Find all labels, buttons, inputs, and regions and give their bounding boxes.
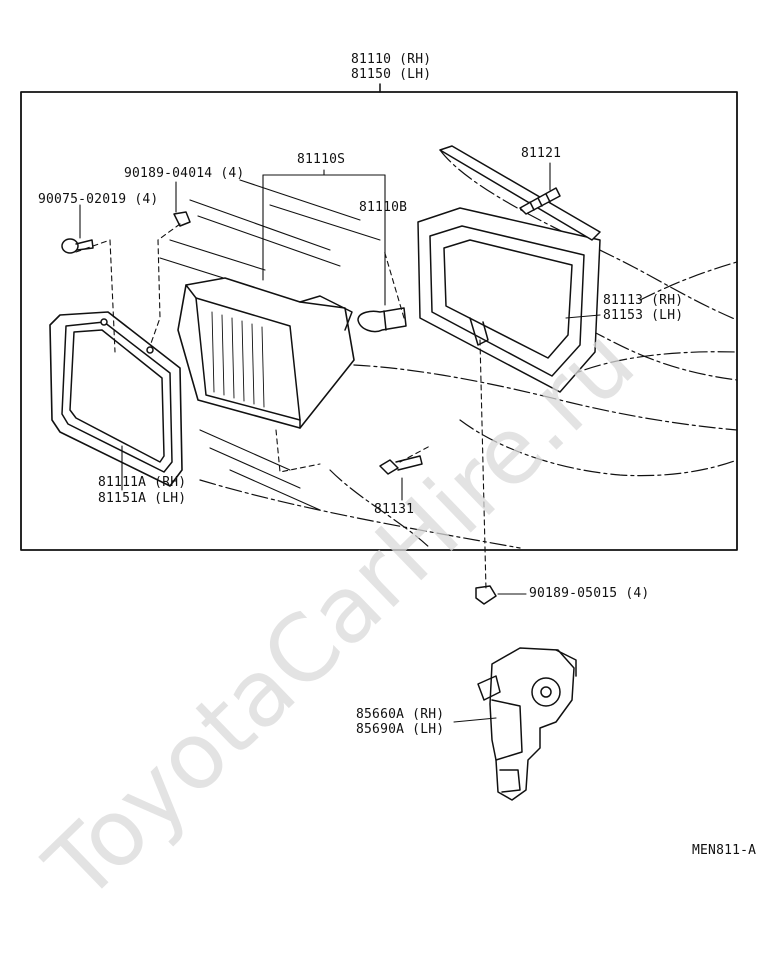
label-81111a-rh: 81111A (RH) [98,475,187,490]
label-90189-05015: 90189-05015 (4) [529,586,650,601]
label-81121: 81121 [521,146,562,161]
label-81110s: 81110S [297,152,346,167]
figure-code: MEN811-A [692,843,757,858]
label-85660a-rh: 85660A (RH) [356,707,445,722]
clip-90189-05015 [475,585,497,605]
label-90189-04014: 90189-04014 (4) [124,166,245,181]
hood-strip [439,145,601,241]
clip-90189-04014 [173,211,191,227]
label-81153-lh: 81153 (LH) [603,308,684,323]
screw-81121 [519,187,561,215]
assembly-frame [20,91,738,551]
label-81131: 81131 [374,502,415,517]
dashed-leaders [75,223,487,591]
label-81110b: 81110B [359,200,408,215]
retaining-ring [49,311,183,487]
assembly-title-rh: 81110 (RH) [351,52,432,67]
label-81113-rh: 81113 (RH) [603,293,684,308]
assembly-title-lh: 81150 (LH) [351,67,432,82]
leader-lines [79,162,601,723]
label-90075-02019: 90075-02019 (4) [38,192,159,207]
sealed-beam-unit [177,277,355,429]
screw-90075 [61,238,94,254]
bulb-81110b [357,307,407,333]
mounting-housing [417,207,601,393]
label-85690a-lh: 85690A (LH) [356,722,445,737]
label-81151a-lh: 81151A (LH) [98,491,187,506]
body-panel-lines [199,149,738,549]
aux-unit-85660a [477,647,577,801]
bolt-81131 [379,455,423,475]
